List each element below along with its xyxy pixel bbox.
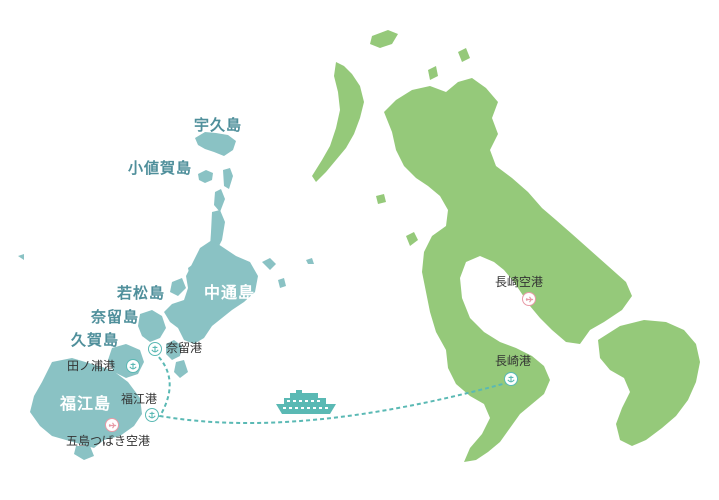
anchor-icon [507,375,515,383]
naru-port-marker[interactable] [148,342,162,356]
nagasaki-port-marker[interactable] [504,372,518,386]
anchor-icon [151,345,159,353]
hirado-shape [312,62,364,182]
ferry-route [153,351,511,424]
label-goto-airport: 五島つばき空港 [66,434,151,448]
label-nakadori: 中通島 [204,283,256,302]
ukushima-shape [195,132,236,156]
label-naru-port: 奈留港 [166,341,203,355]
anchor-icon [129,362,137,370]
airplane-icon [108,421,116,429]
shimabara-shape [598,320,700,446]
nagasaki-mainland [312,30,700,462]
label-hisaka: 久賀島 [71,331,120,349]
ojika-shape [198,170,213,183]
label-ojika: 小値賀島 [128,159,193,177]
airplane-icon [525,295,533,303]
nakadori-shape [164,240,258,344]
ferry-icon [276,390,336,414]
fukue-port-marker[interactable] [145,408,159,422]
mainland-shape [384,78,632,462]
label-wakamatsu: 若松島 [117,284,166,302]
label-fukue: 福江島 [60,394,112,413]
anchor-icon [148,411,156,419]
label-fukue-port: 福江港 [121,392,158,406]
label-naru: 奈留島 [91,308,140,326]
naru-shape [138,310,166,342]
goto-airport-marker[interactable] [105,418,119,432]
label-ukushima: 宇久島 [194,116,243,134]
nagasaki-airport-marker[interactable] [522,292,536,306]
label-nagasaki-airport: 長崎空港 [495,275,544,289]
label-nagasaki-port: 長崎港 [495,354,532,368]
tanoura-port-marker[interactable] [126,359,140,373]
label-tanoura-port: 田ノ浦港 [67,359,116,373]
